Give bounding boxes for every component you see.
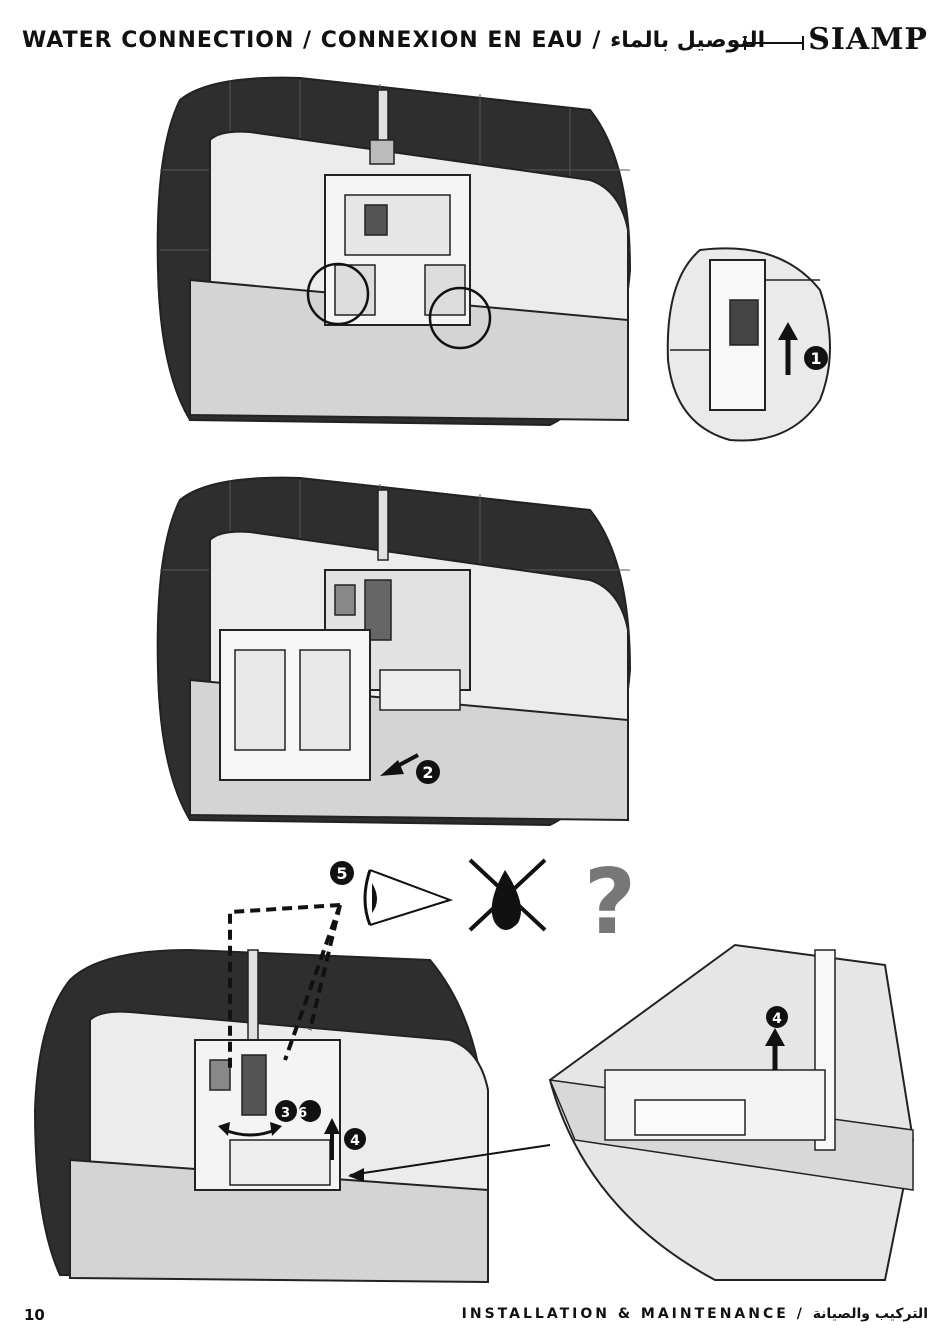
step-2-badge: 2: [416, 760, 440, 784]
svg-text:1: 1: [810, 349, 821, 368]
clip-highlight-right: [428, 286, 492, 350]
step-1-badge: 1: [804, 346, 828, 370]
page-number: 10: [24, 1306, 45, 1324]
svg-text:2: 2: [422, 763, 433, 782]
brand-rule: [744, 36, 804, 50]
illustration-step-3-4-6: 36 4: [33, 903, 551, 1284]
leak-check-icons: 5 ?: [330, 850, 636, 945]
footer-section: INSTALLATION & MAINTENANCE / التركيب وال…: [461, 1306, 928, 1322]
detail-step-4: 4: [548, 943, 915, 1281]
question-mark: ?: [584, 850, 636, 945]
step-4-badge: 4: [344, 1128, 366, 1150]
svg-text:4: 4: [350, 1133, 360, 1149]
page-header: WATER CONNECTION / CONNEXION EN EAU / ال…: [22, 22, 928, 62]
svg-text:4: 4: [772, 1011, 782, 1027]
step-4-detail-badge: 4: [766, 1006, 788, 1028]
brand-logo: SIAMP: [808, 22, 928, 57]
clip-highlight-left: [306, 262, 370, 326]
eye-icon: [363, 869, 454, 926]
page-title: WATER CONNECTION / CONNEXION EN EAU / ال…: [22, 28, 766, 53]
illustration-step-2: 2: [156, 476, 632, 827]
step-3-6-badge: 36: [275, 1100, 321, 1122]
illustration-step-1: [156, 76, 632, 427]
no-water-icon: [468, 858, 547, 932]
detail-clip-up: 1: [666, 247, 831, 442]
svg-text:36: 36: [281, 1106, 315, 1121]
step-5-badge: 5: [330, 861, 354, 885]
svg-text:5: 5: [336, 864, 347, 883]
